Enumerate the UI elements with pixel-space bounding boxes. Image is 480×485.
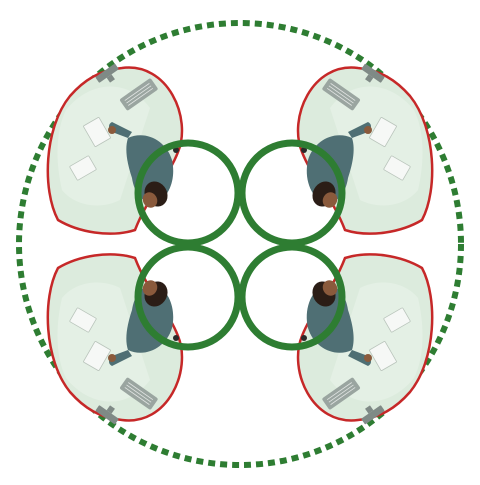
workstation-cluster-svg (0, 0, 480, 485)
workstation-cluster-diagram (0, 0, 480, 485)
